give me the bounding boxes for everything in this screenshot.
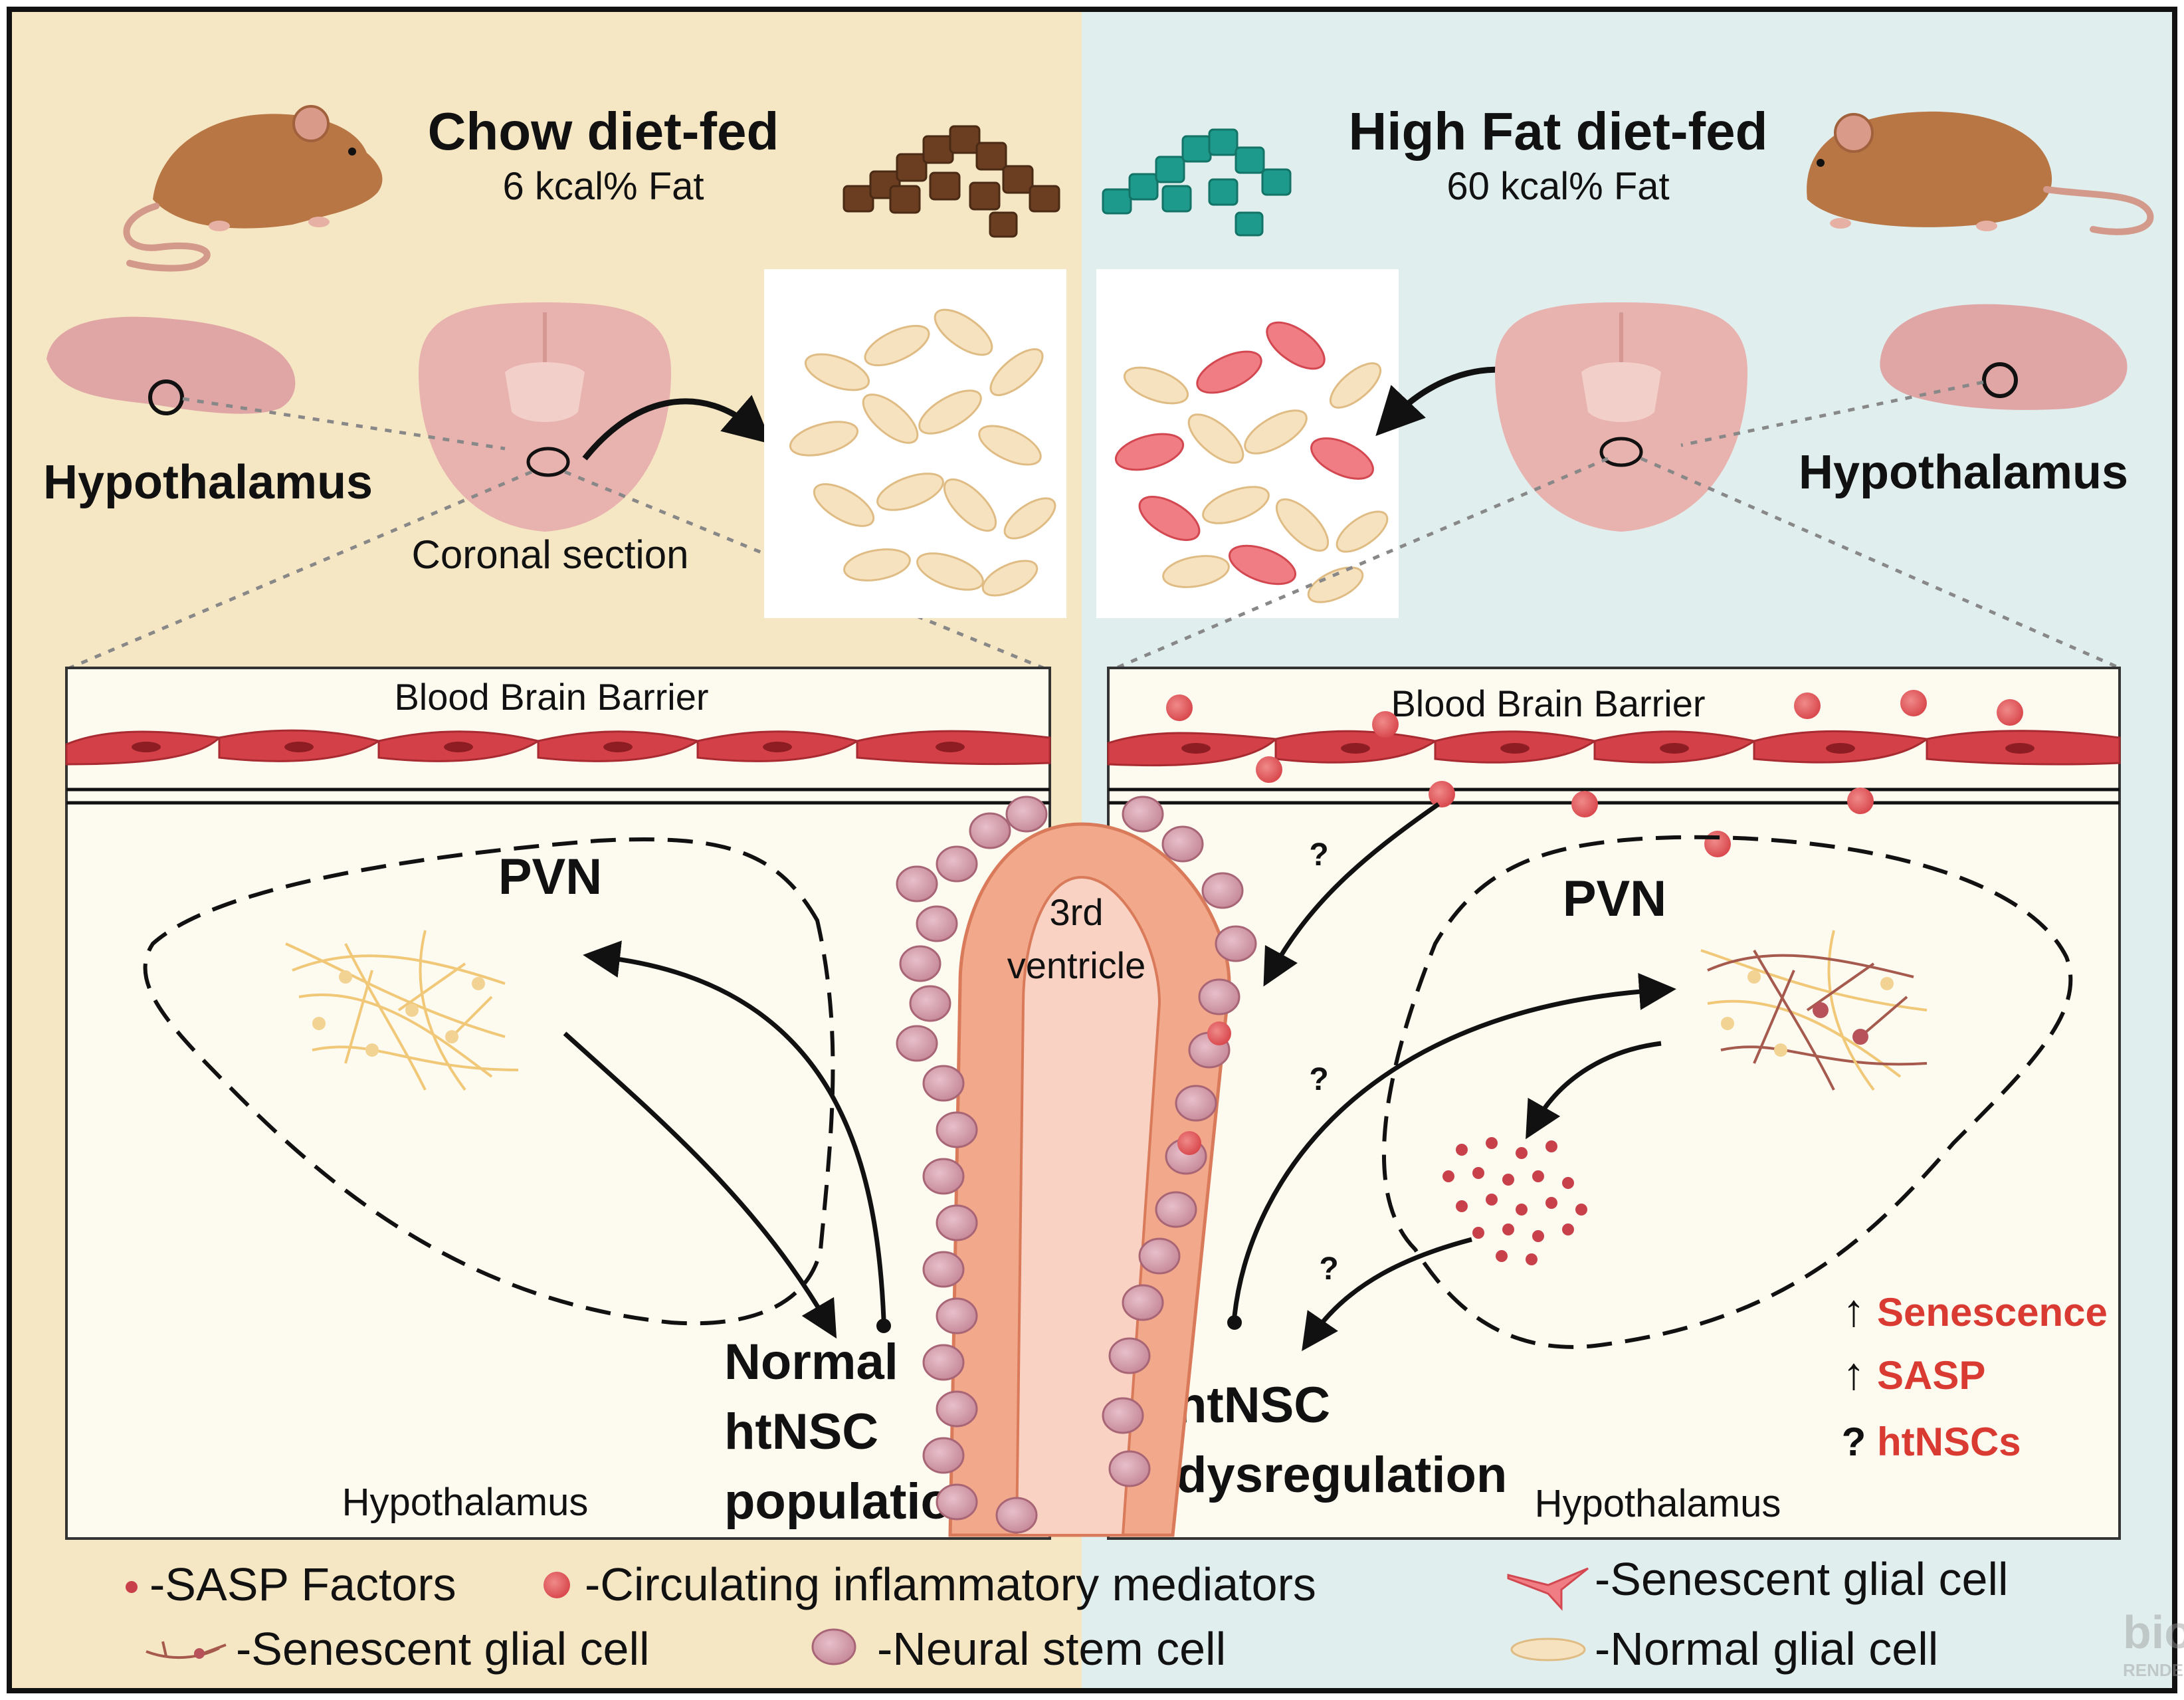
- left-glia-nodes: [312, 970, 485, 1057]
- htnsc-to-pvn-arrow: [1232, 972, 1676, 1317]
- normal-glial-cluster: [789, 308, 1056, 597]
- left-zoom-dotted-a: [69, 470, 532, 670]
- chow-pellets-icon: [843, 125, 1060, 238]
- right-question-2: ?: [1309, 1062, 1328, 1097]
- right-detail-panel: [1107, 667, 2121, 1540]
- senescent-glial-red-icon: [1507, 1567, 1589, 1611]
- summary-text-2: SASP: [1877, 1353, 1985, 1398]
- coronal-brain-right-icon: [1495, 302, 1747, 532]
- right-neural-stem-cells: [1102, 796, 1257, 1487]
- mixed-glial-cluster: [1114, 321, 1389, 603]
- right-question-1: ?: [1309, 837, 1328, 873]
- right-hypothalamus-label: Hypothalamus: [1799, 446, 2128, 499]
- right-glia-nodes: [1721, 970, 1894, 1057]
- left-arrow-origin-dot: [876, 1319, 891, 1333]
- right-senescent-glia-network: [1700, 930, 1928, 1091]
- bbb-to-ventricle-arrow: [1263, 802, 1440, 987]
- left-pvn-to-htnsc-arrow: [563, 1031, 837, 1339]
- left-normal-glia-network: [285, 930, 519, 1091]
- ventricle-mediators: [1177, 1021, 1231, 1155]
- left-outcome-line1: Normal: [724, 1334, 898, 1390]
- svg-text:RENDER: RENDER: [2123, 1660, 2184, 1680]
- left-panel-footer: Hypothalamus: [342, 1481, 589, 1524]
- biorender-watermark: bio RENDER: [2123, 1606, 2184, 1680]
- neural-stem-cell-icon: [811, 1628, 856, 1665]
- right-pvn-label: PVN: [1563, 871, 1666, 927]
- right-bbb-label: Blood Brain Barrier: [1391, 683, 1705, 724]
- legend-senescent-2: -Senescent glial cell: [236, 1623, 650, 1675]
- right-title: High Fat diet-fed: [1348, 102, 1767, 161]
- left-hypothalamus-label: Hypothalamus: [43, 456, 373, 509]
- chow-mouse-icon: [123, 105, 383, 272]
- summary-symbol-1: ↑: [1842, 1285, 1865, 1336]
- inflammatory-mediator-icon: [544, 1572, 570, 1598]
- left-neural-stem-cells: [896, 796, 1048, 1534]
- legend-senescent-1: -Senescent glial cell: [1595, 1553, 2009, 1605]
- right-inflammatory-mediators: [1166, 690, 2023, 857]
- right-endothelial-nuclei: [1181, 743, 2035, 754]
- outer-border: [7, 7, 2177, 1693]
- legend: -SASP Factors -Circulating inflammatory …: [126, 1553, 2009, 1675]
- third-ventricle: [948, 822, 1231, 1537]
- summary-text-3: htNSCs: [1877, 1420, 2021, 1464]
- legend-normal: -Normal glial cell: [1595, 1623, 1938, 1675]
- right-panel-footer: Hypothalamus: [1535, 1482, 1781, 1525]
- right-arrow-origin-dot: [1227, 1315, 1242, 1330]
- left-bbb-label: Blood Brain Barrier: [394, 676, 708, 718]
- section-label: Coronal section: [412, 532, 689, 577]
- coronal-brain-left-icon: [419, 302, 671, 532]
- left-outcome-line2: htNSC: [724, 1404, 878, 1460]
- sasp-factor-cloud: [1442, 1137, 1587, 1265]
- left-sagittal-to-coronal-dotted: [182, 397, 506, 451]
- right-outcome-line1: htNSC: [1176, 1377, 1330, 1434]
- right-pvn-boundary: [1382, 835, 2073, 1349]
- left-endothelial-nuclei: [132, 742, 965, 752]
- right-question-3: ?: [1319, 1251, 1338, 1287]
- right-zoom-dotted-a: [1116, 457, 1609, 670]
- left-pvn-label: PVN: [498, 849, 602, 905]
- pvn-to-sasp-arrow: [1526, 1041, 1662, 1140]
- legend-sasp: -SASP Factors: [149, 1558, 456, 1610]
- legend-mediators: -Circulating inflammatory mediators: [585, 1558, 1316, 1610]
- summary-symbol-2: ↑: [1842, 1348, 1865, 1399]
- ventricle-line2: ventricle: [1007, 944, 1146, 986]
- left-subtitle: 6 kcal% Fat: [503, 165, 704, 208]
- hfd-pellets-icon: [1102, 128, 1292, 237]
- summary-text-1: Senescence: [1877, 1290, 2108, 1334]
- left-to-cells-arrow: [582, 395, 773, 461]
- sagittal-brain-left-icon: [47, 316, 296, 415]
- sagittal-brain-right-icon: [1880, 304, 2128, 410]
- summary-symbol-3: ?: [1842, 1420, 1866, 1464]
- hfd-mouse-icon: [1807, 111, 2154, 235]
- right-subtitle: 60 kcal% Fat: [1446, 165, 1669, 208]
- right-outcome-line2: dysregulation: [1176, 1447, 1507, 1503]
- ventricle-line1: 3rd: [1050, 891, 1104, 933]
- left-pvn-boundary: [143, 837, 835, 1326]
- svg-text:bio: bio: [2123, 1606, 2184, 1658]
- right-endothelial-layer: [1107, 730, 2121, 767]
- sasp-dot-icon: [126, 1581, 138, 1593]
- normal-glial-icon: [1510, 1638, 1586, 1661]
- left-title: Chow diet-fed: [428, 102, 779, 161]
- left-htnsc-to-pvn-arrow: [583, 940, 886, 1320]
- sasp-to-htnsc-arrow: [1302, 1237, 1472, 1352]
- left-detail-panel: [65, 667, 1051, 1540]
- legend-nsc: -Neural stem cell: [877, 1623, 1226, 1675]
